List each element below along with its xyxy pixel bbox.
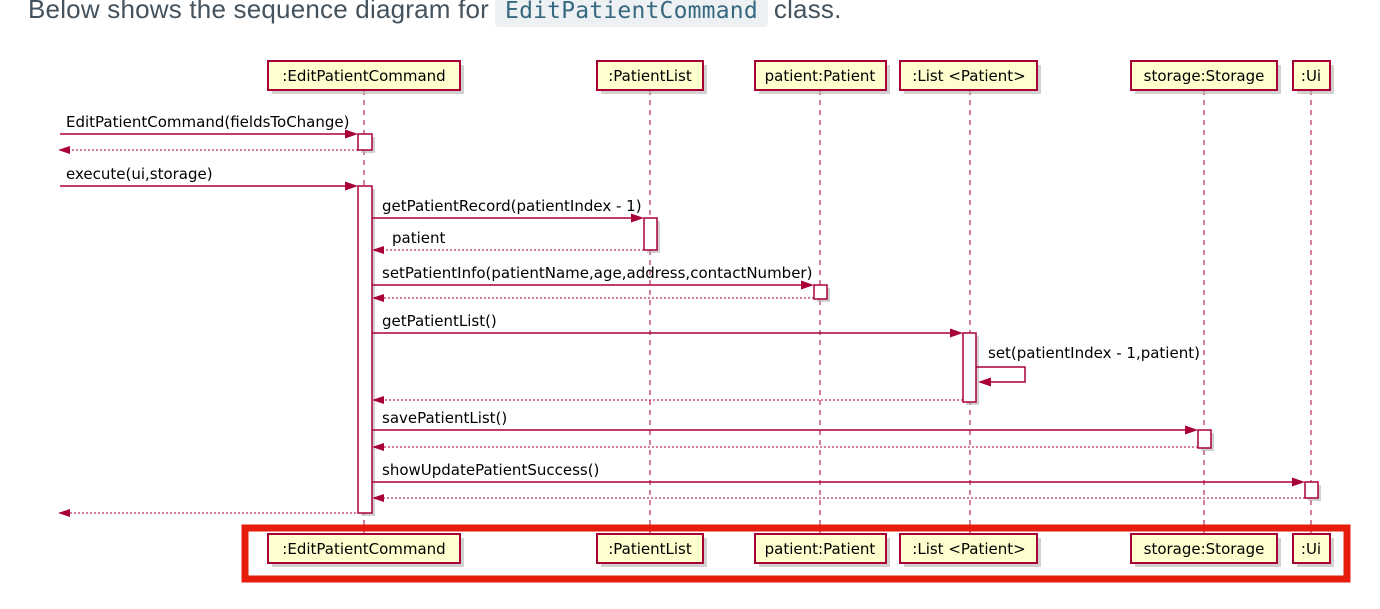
message-label: showUpdatePatientSuccess() bbox=[382, 461, 599, 479]
activation-editpatientcommand-execute bbox=[357, 185, 373, 514]
participant-label: :EditPatientCommand bbox=[282, 67, 445, 85]
message-line bbox=[976, 366, 1026, 383]
activation-patientlist bbox=[643, 217, 658, 251]
participant-label: :EditPatientCommand bbox=[282, 540, 445, 558]
participant-label: :PatientList bbox=[608, 67, 692, 85]
arrowhead bbox=[58, 509, 70, 517]
arrowhead bbox=[1185, 425, 1198, 435]
activation-list-patient bbox=[962, 332, 977, 403]
title-suffix: class. bbox=[773, 0, 842, 24]
activation-ui bbox=[1304, 481, 1319, 499]
message-label: getPatientList() bbox=[382, 312, 497, 330]
participant-label: :PatientList bbox=[608, 540, 692, 558]
message-label: patient bbox=[392, 229, 445, 247]
message-label: set(patientIndex - 1,patient) bbox=[988, 344, 1200, 362]
message-return-constructor bbox=[58, 146, 358, 154]
message-call-setpatientinfo: setPatientInfo(patientName,age,address,c… bbox=[372, 264, 814, 290]
participant-label: :List <Patient> bbox=[912, 540, 1025, 558]
message-return-setpatientinfo bbox=[372, 294, 814, 302]
arrowhead bbox=[372, 443, 384, 451]
message-call-execute: execute(ui,storage) bbox=[60, 165, 358, 191]
message-return-savepatientlist bbox=[372, 443, 1198, 451]
message-call-getpatientlist: getPatientList() bbox=[372, 312, 963, 338]
arrowhead bbox=[345, 181, 358, 191]
title-text: Below shows the sequence diagram for bbox=[28, 0, 490, 24]
message-call-showupdatepatientsuccess: showUpdatePatientSuccess() bbox=[372, 461, 1305, 487]
red-highlight-rectangle bbox=[241, 524, 1351, 583]
arrowhead bbox=[950, 328, 963, 338]
participant-bottom-ui: :Ui bbox=[1292, 533, 1334, 567]
arrowhead bbox=[372, 294, 384, 302]
participant-bottom-editpatientcommand: :EditPatientCommand bbox=[267, 533, 464, 567]
participant-bottom-patient: patient:Patient bbox=[754, 533, 890, 567]
arrowhead bbox=[631, 213, 644, 223]
arrowhead bbox=[1292, 477, 1305, 487]
participant-label: :Ui bbox=[1301, 540, 1321, 558]
participants-bottom: :EditPatientCommand :PatientList patient… bbox=[267, 533, 1334, 567]
activation-storage bbox=[1197, 429, 1212, 449]
participant-label: storage:Storage bbox=[1144, 67, 1265, 85]
participant-label: patient:Patient bbox=[765, 67, 876, 85]
participant-bottom-patientlist: :PatientList bbox=[596, 533, 707, 567]
arrowhead bbox=[978, 377, 991, 387]
participant-label: storage:Storage bbox=[1144, 540, 1265, 558]
participant-bottom-storage: storage:Storage bbox=[1130, 533, 1281, 567]
participant-top-storage: storage:Storage bbox=[1130, 60, 1281, 94]
message-call-getpatientrecord: getPatientRecord(patientIndex - 1) bbox=[372, 197, 644, 223]
arrowhead bbox=[801, 280, 814, 290]
participant-label: :List <Patient> bbox=[912, 67, 1025, 85]
messages: EditPatientCommand(fieldsToChange) execu… bbox=[58, 113, 1305, 517]
participant-top-editpatientcommand: :EditPatientCommand bbox=[267, 60, 464, 94]
message-return-patient: patient bbox=[372, 229, 644, 254]
participant-top-ui: :Ui bbox=[1292, 60, 1334, 94]
arrowhead bbox=[58, 146, 70, 154]
arrowhead bbox=[345, 129, 358, 139]
message-self-set: set(patientIndex - 1,patient) bbox=[976, 344, 1200, 387]
activation-editpatientcommand-constructor bbox=[357, 133, 373, 151]
participants-top: :EditPatientCommand :PatientList patient… bbox=[267, 60, 1334, 94]
activation-patient bbox=[813, 284, 828, 300]
arrowhead bbox=[372, 246, 384, 254]
participant-label: patient:Patient bbox=[765, 540, 876, 558]
message-label: savePatientList() bbox=[382, 409, 507, 427]
activations bbox=[357, 133, 1321, 516]
message-label: EditPatientCommand(fieldsToChange) bbox=[66, 113, 349, 131]
message-return-getpatientlist bbox=[372, 396, 963, 404]
message-label: setPatientInfo(patientName,age,address,c… bbox=[382, 264, 812, 282]
arrowhead bbox=[372, 494, 384, 502]
participant-bottom-list-patient: :List <Patient> bbox=[899, 533, 1041, 567]
participant-top-patientlist: :PatientList bbox=[596, 60, 707, 94]
message-label: execute(ui,storage) bbox=[66, 165, 213, 183]
participant-top-list-patient: :List <Patient> bbox=[899, 60, 1041, 94]
message-return-showupdatepatientsuccess bbox=[372, 494, 1305, 502]
message-call-constructor: EditPatientCommand(fieldsToChange) bbox=[60, 113, 358, 139]
arrowhead bbox=[372, 396, 384, 404]
participant-label: :Ui bbox=[1301, 67, 1321, 85]
message-return-execute bbox=[58, 509, 364, 517]
participant-top-patient: patient:Patient bbox=[754, 60, 890, 94]
title-code: EditPatientCommand bbox=[495, 0, 768, 27]
message-call-savepatientlist: savePatientList() bbox=[372, 409, 1198, 435]
message-label: getPatientRecord(patientIndex - 1) bbox=[382, 197, 642, 215]
